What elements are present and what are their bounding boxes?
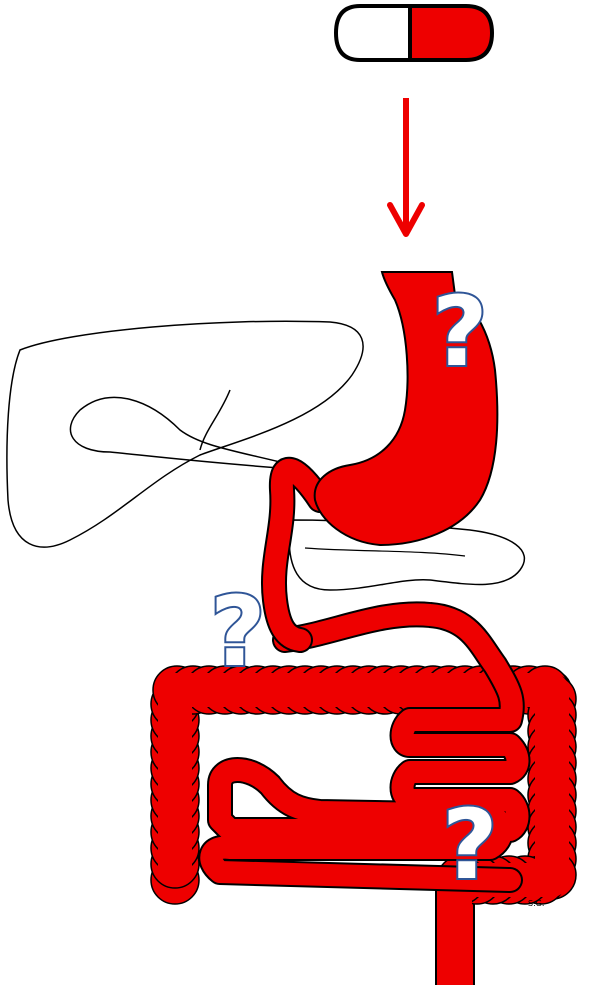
arrow-down-icon — [390, 98, 422, 234]
question-mark-intestine: ? — [442, 789, 498, 901]
question-mark-stomach: ? — [432, 276, 488, 388]
capsule-icon — [336, 6, 492, 60]
signature: S.G. — [528, 899, 544, 908]
capsule-left-half — [336, 6, 410, 60]
question-mark-duodenum: ? — [210, 576, 266, 688]
capsule-right-half — [410, 6, 492, 60]
